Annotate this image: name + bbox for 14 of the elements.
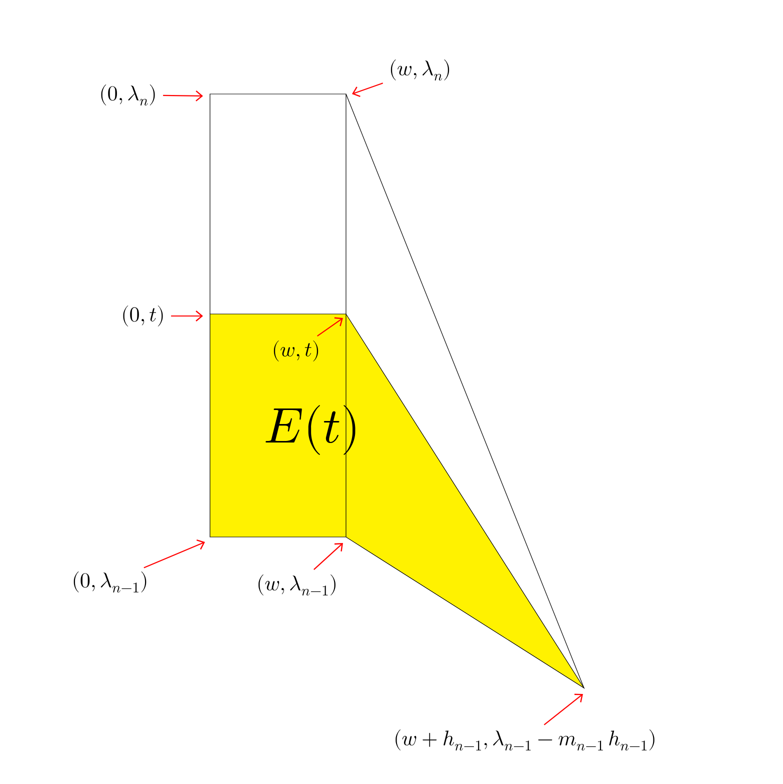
point-label: $(w,\lambda_{n-1})$ xyxy=(258,574,336,596)
leader-arrow xyxy=(163,90,203,102)
leader-arrow xyxy=(544,694,583,726)
point-label: $(w+h_{n-1},\lambda_{n-1}-m_{n-1}\,h_{n-1})$ xyxy=(396,729,654,751)
leader-arrow xyxy=(314,543,343,570)
leader-arrow xyxy=(316,317,343,336)
leader-arrow xyxy=(144,540,205,568)
leader-arrow xyxy=(352,82,384,97)
point-label: $(0,\lambda_{n-1})$ xyxy=(74,571,146,593)
point-label: $(0,t)$ xyxy=(123,306,163,326)
leader-arrow xyxy=(171,310,203,322)
point-label: $(w,\lambda_n)$ xyxy=(390,59,450,81)
point-label: $(0,\lambda_n)$ xyxy=(101,84,155,106)
point-label: $(w,t)$ xyxy=(274,340,318,362)
